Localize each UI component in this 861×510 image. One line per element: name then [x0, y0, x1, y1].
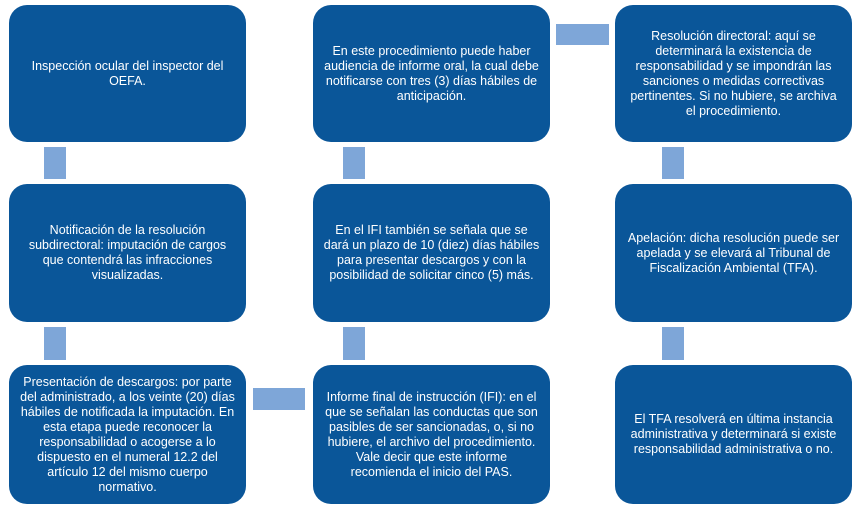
connector-resolucion-apelacion [662, 147, 684, 179]
audiencia-text: En este procedimiento puede haber audien… [324, 43, 539, 103]
ifi-plazo-box: En el IFI también se señala que se dará … [313, 184, 550, 322]
resolucion-text: Resolución directoral: aquí se determina… [630, 28, 837, 118]
notificacion-text: Notificación de la resolución subdirecto… [28, 223, 227, 282]
audiencia-box: En este procedimiento puede haber audien… [313, 5, 550, 142]
notificacion-box: Notificación de la resolución subdirecto… [9, 184, 246, 322]
inspeccion-box: Inspección ocular del inspector del OEFA… [9, 5, 246, 142]
connector-inspeccion-notificacion [44, 147, 66, 179]
apelacion-text: Apelación: dicha resolución puede ser ap… [627, 230, 840, 275]
informe-final-text: Informe final de instrucción (IFI): en e… [325, 389, 538, 479]
connector-notificacion-descargos [44, 327, 66, 360]
inspeccion-text: Inspección ocular del inspector del OEFA… [31, 58, 224, 88]
connector-audiencia-resolucion [556, 24, 609, 45]
tfa-text: El TFA resolverá en última instancia adm… [630, 412, 837, 456]
informe-final-box: Informe final de instrucción (IFI): en e… [313, 365, 550, 504]
resolucion-box: Resolución directoral: aquí se determina… [615, 5, 852, 142]
ifi-plazo-text: En el IFI también se señala que se dará … [323, 223, 540, 282]
connector-apelacion-tfa [662, 327, 684, 360]
connector-informe-ifiplazo [343, 327, 365, 360]
tfa-box: El TFA resolverá en última instancia adm… [615, 365, 852, 504]
connector-ifiplazo-audiencia [343, 147, 365, 179]
apelacion-box: Apelación: dicha resolución puede ser ap… [615, 184, 852, 322]
descargos-box: Presentación de descargos: por parte del… [9, 365, 246, 504]
connector-descargos-informe [253, 388, 305, 410]
descargos-text: Presentación de descargos: por parte del… [20, 374, 235, 494]
